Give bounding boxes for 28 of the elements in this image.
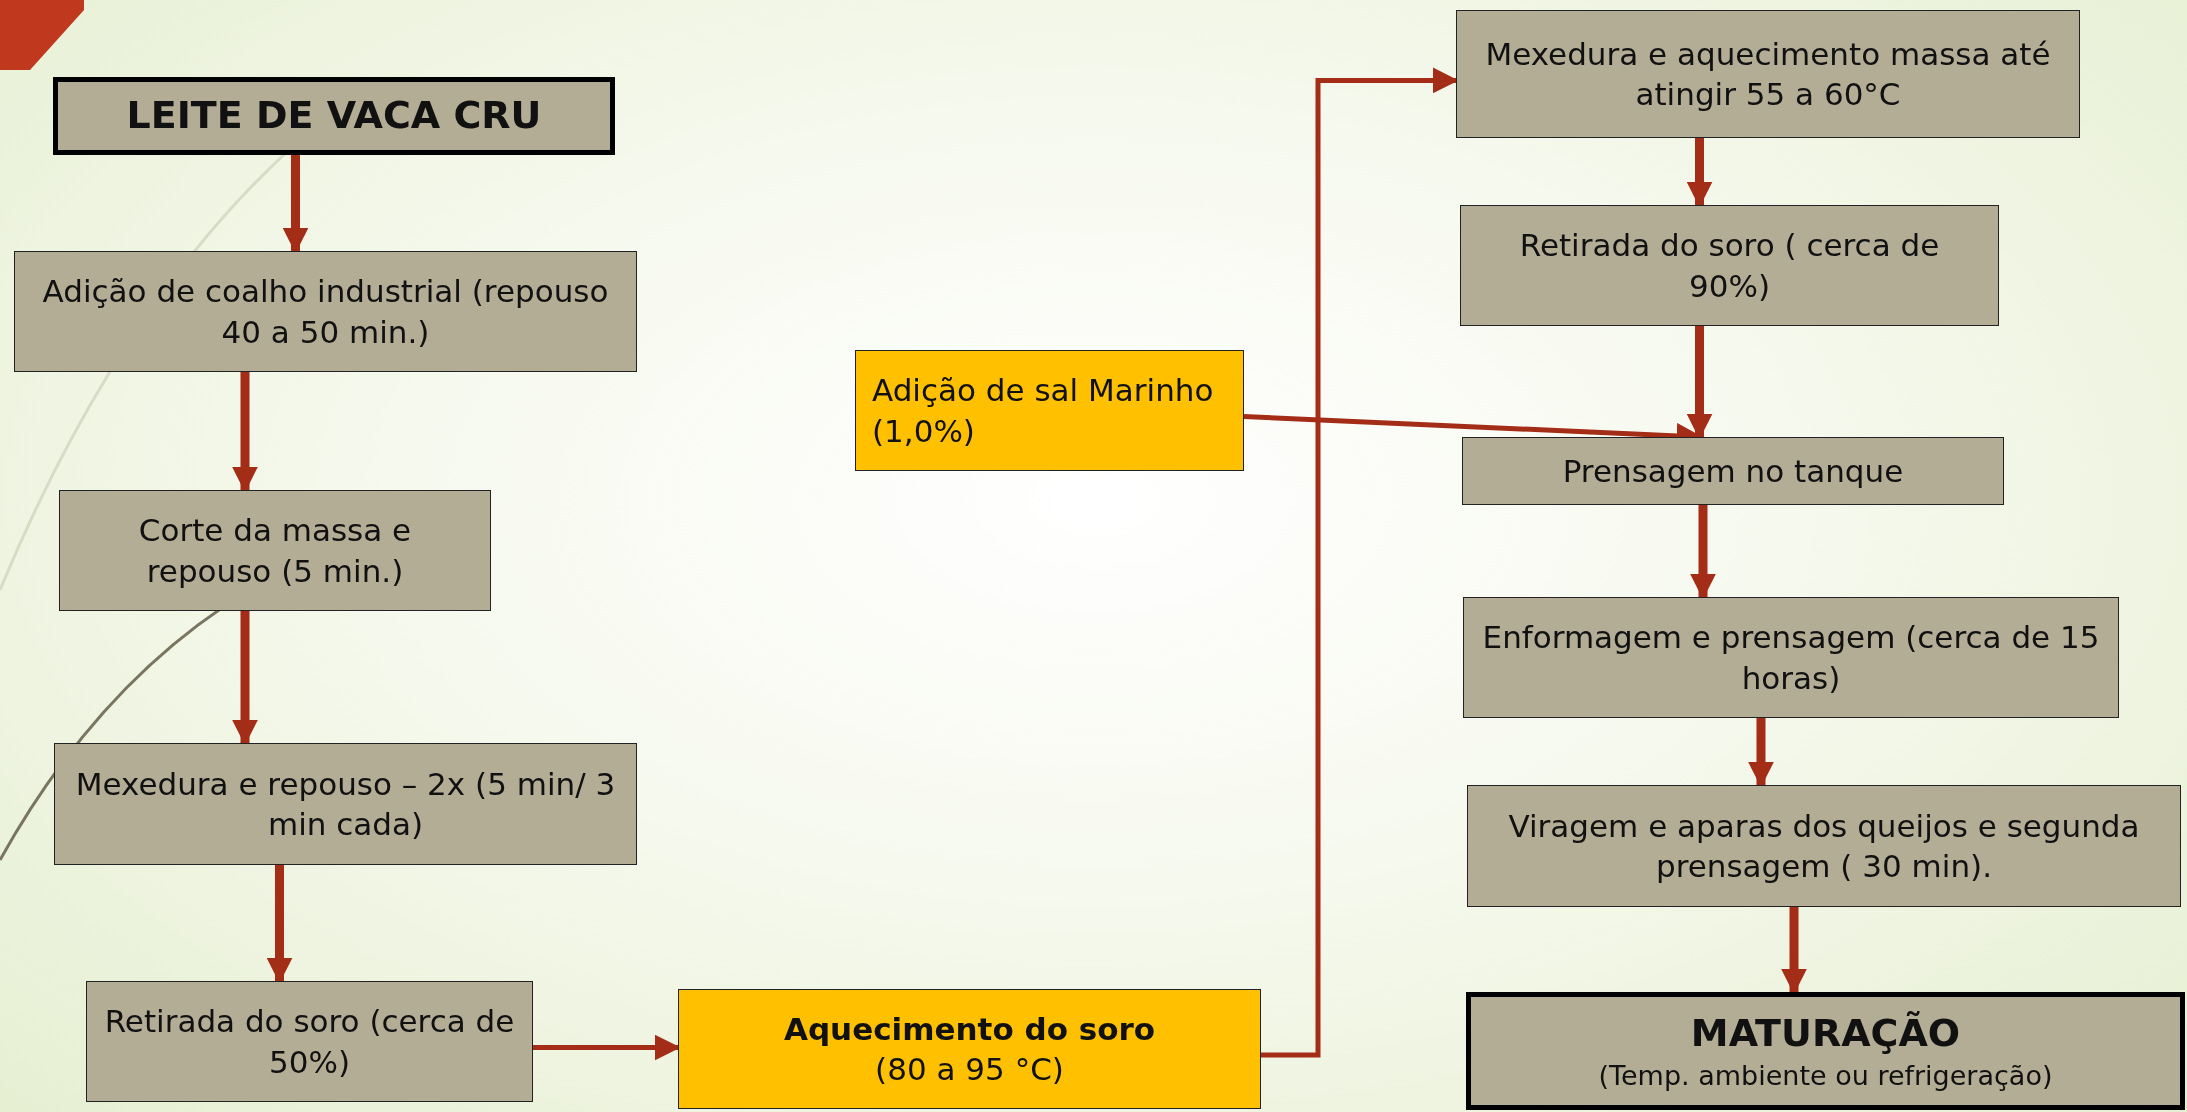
process-box xyxy=(678,989,1261,1109)
step-text: Adição de coalho industrial (repouso 40 a 50 min.) xyxy=(41,272,610,352)
step-text: Corte da massa e repouso (5 min.) xyxy=(137,511,413,591)
step-text: Retirada do soro (cerca de 50%) xyxy=(103,1002,516,1082)
process-box xyxy=(14,251,637,372)
process-box xyxy=(1467,785,2181,907)
process-box xyxy=(1462,437,2004,505)
step-text: Enformagem e prensagem (cerca de 15 horas) xyxy=(1481,618,2101,698)
step-text: Prensagem no tanque xyxy=(1562,451,1904,491)
process-box xyxy=(86,981,533,1102)
process-box xyxy=(1460,205,1999,326)
step-text: Mexedura e aquecimento massa até atingir 55 a 60°C xyxy=(1484,34,2052,114)
process-box xyxy=(1456,10,2080,138)
step-text: Retirada do soro ( cerca de 90%) xyxy=(1518,226,1941,306)
step-text: Viragem e aparas dos queijos e segunda prensagem ( 30 min). xyxy=(1507,806,2141,886)
step-text: MATURAÇÃO xyxy=(1690,1009,1961,1057)
process-box xyxy=(53,77,615,155)
process-box xyxy=(59,490,491,611)
step-text: Adição de sal Marinho (1,0%) xyxy=(872,371,1215,451)
step-text: Mexedura e repouso – 2x (5 min/ 3 min cada) xyxy=(74,764,617,844)
process-box xyxy=(1466,992,2185,1110)
step-text: Aquecimento do soro xyxy=(783,1009,1156,1049)
step-text: (Temp. ambiente ou refrigeração) xyxy=(1598,1059,2053,1094)
process-box xyxy=(1463,597,2119,718)
process-box xyxy=(855,350,1244,471)
step-text: LEITE DE VACA CRU xyxy=(126,92,542,140)
process-box xyxy=(54,743,637,865)
step-text: (80 a 95 °C) xyxy=(875,1050,1064,1089)
